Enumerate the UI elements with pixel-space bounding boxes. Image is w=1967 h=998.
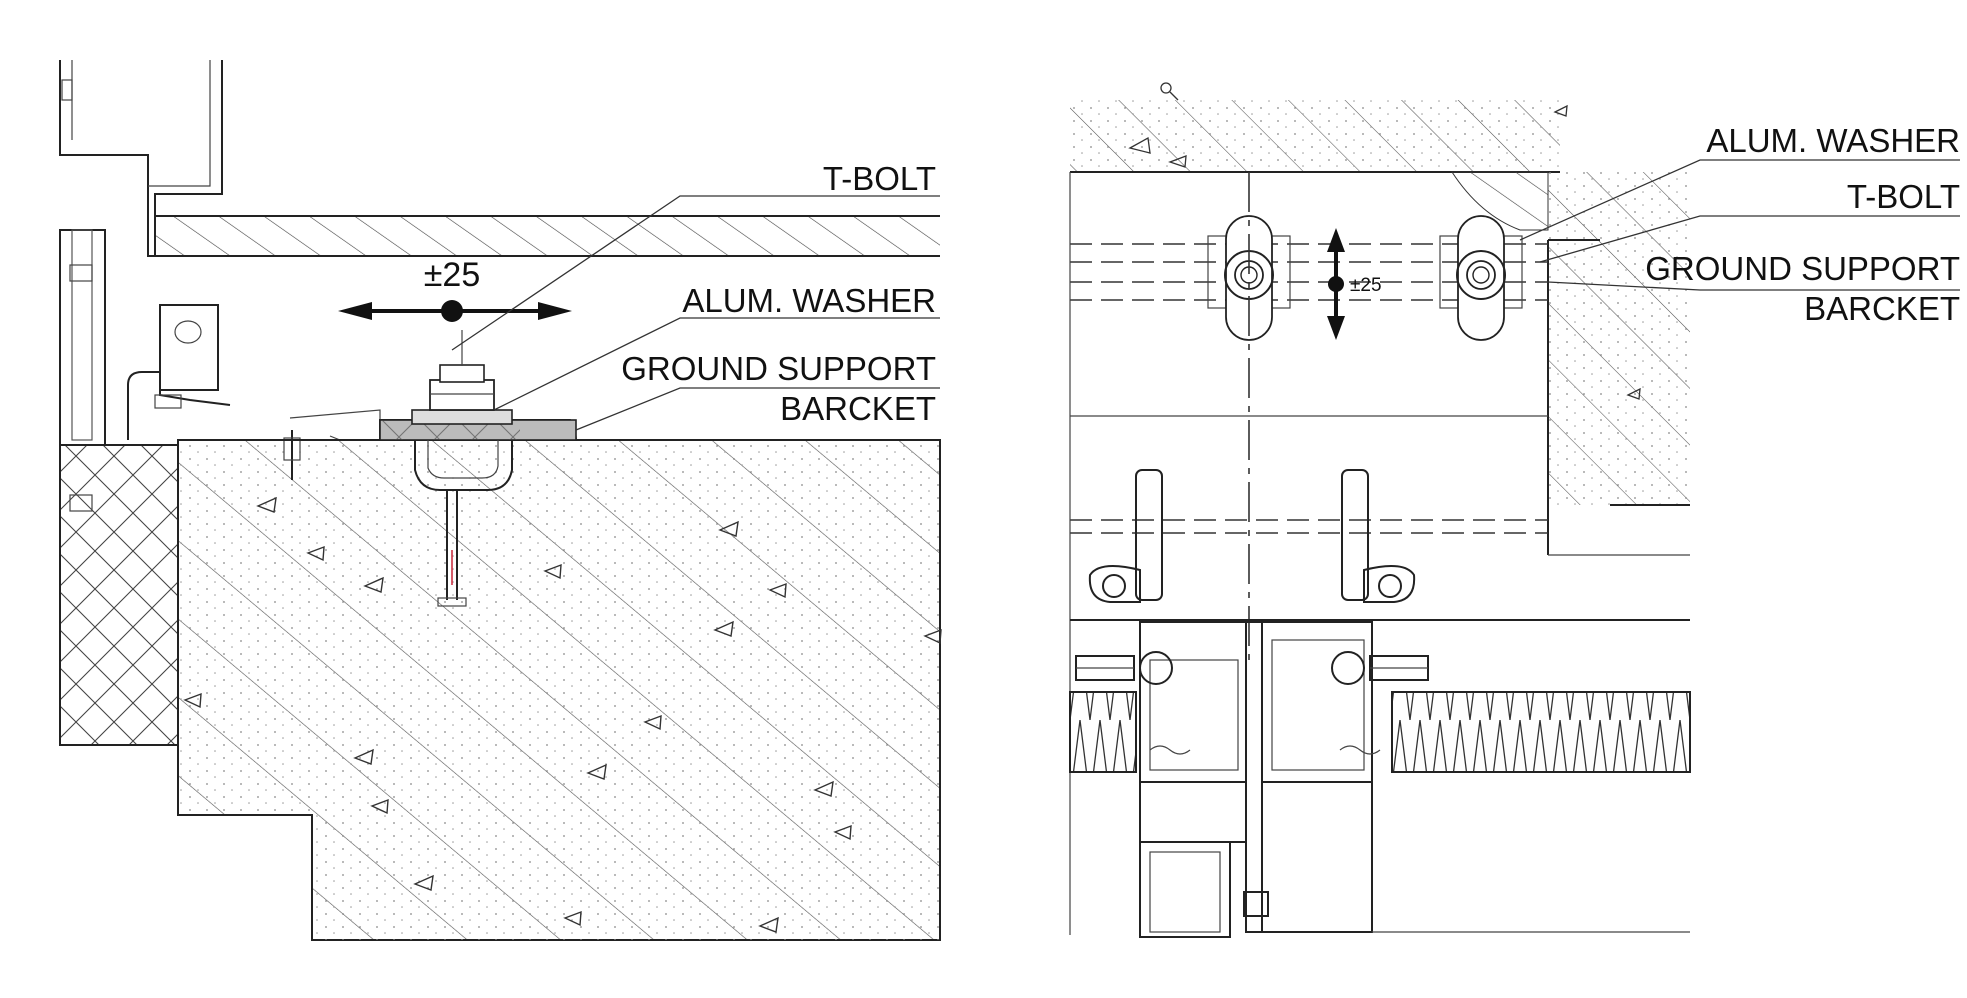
label-t-bolt-right: T-BOLT <box>1847 178 1960 215</box>
anchor-plate <box>127 304 341 480</box>
aggregate-marks <box>183 496 942 933</box>
tolerance-arrow-vertical <box>1327 228 1345 340</box>
right-leader-lines <box>1519 159 1960 291</box>
ground-support-bracket <box>178 409 577 441</box>
insulation-panel-left <box>1069 691 1137 773</box>
tolerance-label: ±25 <box>424 256 480 294</box>
label-ground-support: GROUND SUPPORT <box>621 350 936 387</box>
label-alum-washer-right: ALUM. WASHER <box>1706 122 1960 159</box>
label-barcket-right: BARCKET <box>1804 290 1960 327</box>
tolerance-arrow <box>338 300 572 322</box>
label-barcket: BARCKET <box>780 390 936 427</box>
label-ground-support-right: GROUND SUPPORT <box>1645 250 1960 287</box>
t-bolt-assembly <box>411 330 513 607</box>
washer-shading <box>1451 171 1549 231</box>
upper-slab <box>155 216 940 256</box>
mullion-assembly <box>1070 469 1690 938</box>
leader-lines <box>451 195 940 431</box>
wall-insulation <box>59 444 179 746</box>
left-detail: ±25 T-BOLT ALUM. WASHER GROUND SUPPORT B… <box>59 60 942 941</box>
label-t-bolt: T-BOLT <box>823 160 936 197</box>
frame-profile <box>59 60 940 257</box>
label-alum-washer: ALUM. WASHER <box>682 282 936 319</box>
t-bolt-slot-right <box>1439 215 1523 341</box>
insulation-panel-right <box>1391 691 1691 773</box>
bracket-dashed-lines <box>1070 243 1548 534</box>
right-detail: ±25 <box>1069 82 1960 938</box>
tolerance-label-small: ±25 <box>1350 275 1382 296</box>
